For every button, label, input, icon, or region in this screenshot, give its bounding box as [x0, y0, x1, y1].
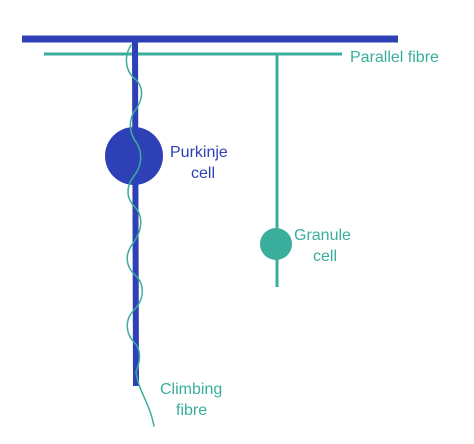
climbing-fibre-label-line1: Climbing: [160, 381, 222, 398]
purkinje-cell-label-line2: cell: [191, 165, 215, 182]
parallel-fibre-label: Parallel fibre: [350, 49, 439, 66]
granule-cell-label-line1: Granule: [294, 227, 351, 244]
purkinje-cell-label-line1: Purkinje: [170, 144, 228, 161]
purkinje-axon: [132, 38, 139, 387]
climbing-fibre-line: [125, 44, 155, 427]
granule-cell-label-line2: cell: [313, 248, 337, 265]
purkinje-cell-body: [105, 127, 163, 185]
climbing-fibre-label-line2: fibre: [176, 402, 207, 419]
granule-cell-body: [260, 228, 292, 260]
